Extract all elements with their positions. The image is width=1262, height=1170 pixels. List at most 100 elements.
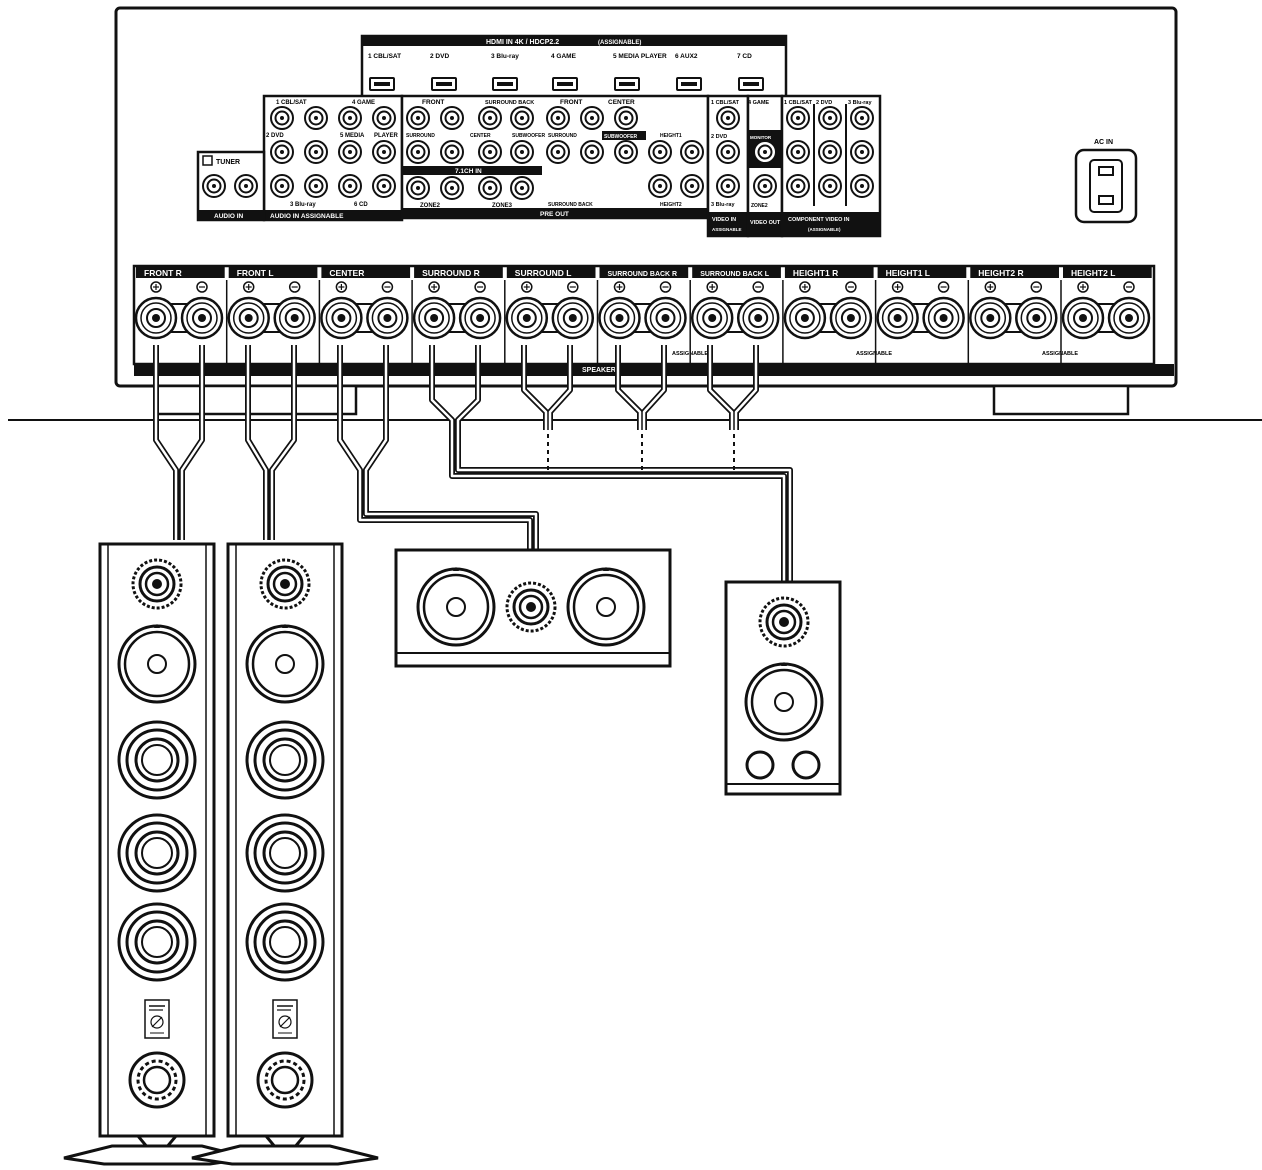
rca-jack [406, 176, 430, 200]
video-rca-jack [716, 140, 740, 164]
ac-inlet: AC IN [1074, 139, 1138, 224]
speaker-channel-label: SURROUND R [422, 268, 480, 278]
rca-jack [406, 140, 430, 164]
rca-jack [338, 174, 362, 198]
terminal-pair: HEIGHT2 R [967, 267, 1059, 364]
video-assignable-label: ASSIGNABLE [712, 227, 742, 232]
binding-post-negative [366, 296, 409, 340]
rca-jack [614, 140, 638, 164]
component-label: COMPONENT VIDEO IN [788, 217, 849, 223]
multichannel-preout-panel: 7.1CH IN PRE OUT FRONT SURROUND BACK FRO… [400, 94, 710, 220]
rca-jack [648, 174, 672, 198]
tower-midwoofer-3 [117, 902, 197, 982]
rca-jack [440, 140, 464, 164]
audio-input-label: 2 DVD [266, 133, 284, 139]
tower-tweeter [131, 558, 183, 610]
hdmi-port [614, 77, 640, 91]
audio-input-label: 4 GAME [352, 100, 375, 106]
brand-logo-icon [144, 999, 170, 1039]
rca-jack [338, 140, 362, 164]
video-rca-jack [786, 174, 810, 198]
speaker-cables [153, 345, 793, 582]
multich-center-label: CENTER [470, 133, 491, 139]
hdmi-input-label: 6 AUX2 [675, 53, 698, 60]
tower-midwoofer-2 [245, 813, 325, 893]
hdmi-port [552, 77, 578, 91]
binding-post-positive [598, 296, 641, 340]
rca-jack [270, 174, 294, 198]
binding-post-positive [412, 296, 456, 340]
rca-jack [510, 140, 534, 164]
binding-post-negative [829, 296, 873, 340]
preout-label: PRE OUT [540, 211, 569, 218]
multich-surround-back-label: SURROUND BACK [485, 100, 534, 106]
component-input-label: 2 DVD [816, 100, 832, 106]
hdmi-input-panel: HDMI IN 4K / HDCP2.2 (ASSIGNABLE) 1 CBL/… [360, 34, 788, 100]
hdmi-title: HDMI IN 4K / HDCP2.2 [486, 39, 559, 46]
terminal-pair: SURROUND BACK R [596, 267, 689, 364]
zone2-out-jack [753, 174, 777, 198]
preout-center-label: CENTER [608, 99, 635, 106]
rca-jack [338, 106, 362, 130]
rca-jack [304, 106, 328, 130]
video-input-label: 1 CBL/SAT [711, 100, 740, 106]
audio-in-assignable-label: AUDIO IN ASSIGNABLE [270, 213, 344, 220]
surround-port-left [745, 750, 775, 780]
hdmi-input-label: 1 CBL/SAT [368, 53, 401, 60]
video-rca-jack [818, 106, 842, 130]
front-left-tower-speaker [191, 542, 379, 1166]
speaker-channel-label: CENTER [329, 268, 364, 278]
terminal-pair: CENTER [318, 267, 411, 364]
rca-jack [372, 174, 396, 198]
hdmi-port [492, 77, 518, 91]
ac-in-label: AC IN [1094, 139, 1113, 146]
rca-jack [580, 140, 604, 164]
rca-jack [304, 140, 328, 164]
rca-jack [648, 140, 672, 164]
tower-tweeter [259, 558, 311, 610]
audio-input-label: 3 Blu-ray [290, 202, 316, 208]
center-woofer-left [416, 565, 496, 647]
multich-surround-label: SURROUND [406, 133, 435, 139]
tower-midwoofer-1 [245, 720, 325, 800]
front-right-tower-speaker [63, 542, 251, 1166]
binding-post-positive [320, 296, 363, 340]
multich-zone2-label: ZONE2 [420, 203, 441, 209]
video-input-label: 3 Blu-ray [711, 202, 735, 208]
video-rca-jack [716, 174, 740, 198]
binding-post-positive [134, 296, 178, 340]
hdmi-input-label: 5 MEDIA PLAYER [613, 53, 667, 60]
receiver-foot-left [154, 384, 358, 416]
center-tweeter [505, 581, 557, 633]
hdmi-port [431, 77, 457, 91]
preout-subwoofer-label: SUBWOOFER [604, 134, 637, 140]
tower-passive-radiator [128, 1051, 186, 1109]
hdmi-input-label: 3 Blu-ray [491, 53, 519, 60]
speaker-channel-label: HEIGHT1 R [793, 268, 838, 278]
tower-midwoofer-3 [245, 902, 325, 982]
receiver-foot-right [992, 384, 1130, 416]
terminal-pair: HEIGHT1 R [782, 267, 874, 364]
binding-post-positive [969, 296, 1012, 340]
video-rca-jack [850, 174, 874, 198]
video-input-label: 2 DVD [711, 134, 727, 140]
tower-passive-radiator [256, 1051, 314, 1109]
video-rca-jack [818, 140, 842, 164]
rca-jack [270, 140, 294, 164]
audio-input-label: 6 CD [354, 202, 368, 208]
video-rca-jack [786, 140, 810, 164]
hdmi-input-label: 4 GAME [551, 53, 577, 60]
rca-jack [406, 106, 430, 130]
preout-surround-back-label: SURROUND BACK [548, 202, 593, 208]
center-speaker [394, 548, 672, 668]
speaker-channel-label: FRONT R [144, 268, 182, 278]
video-input-label: 4 GAME [748, 100, 769, 106]
video-zone2-label: ZONE2 [751, 203, 768, 209]
surround-port-right [791, 750, 821, 780]
rca-jack [372, 140, 396, 164]
brand-logo-icon [272, 999, 298, 1039]
binding-post-negative [458, 296, 502, 340]
video-rca-jack [786, 106, 810, 130]
